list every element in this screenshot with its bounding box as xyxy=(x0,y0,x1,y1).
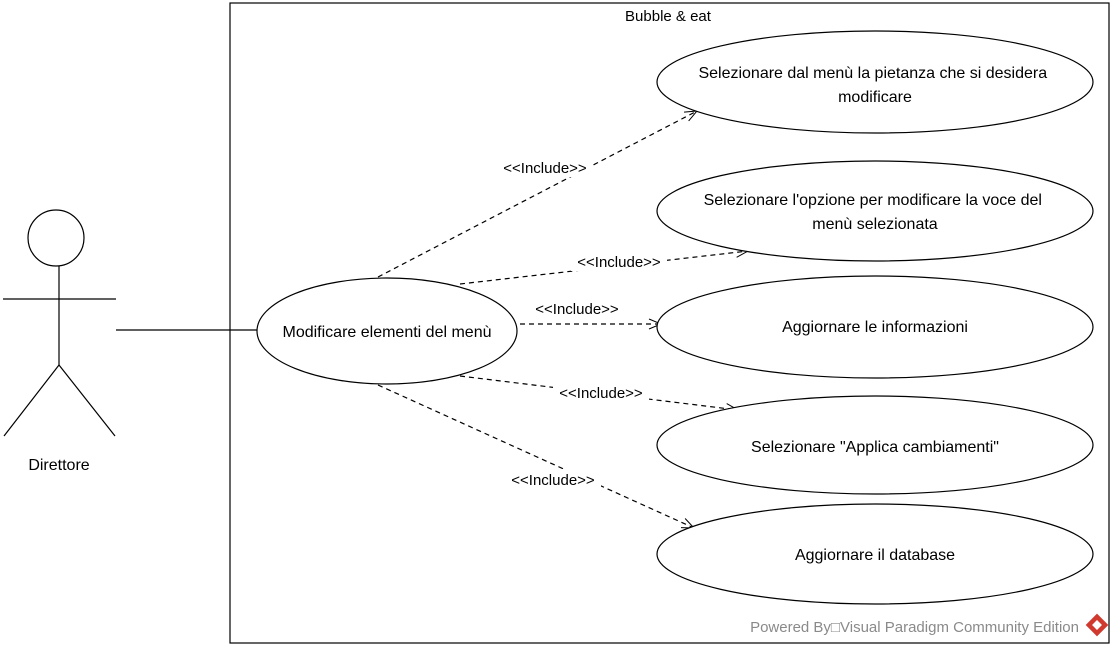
use-case-1-line-2: modificare xyxy=(838,89,912,106)
use-case-main-label: Modificare elementi del menù xyxy=(283,324,492,341)
use-case-1-line-1: Selezionare dal menù la pietanza che si … xyxy=(698,65,1047,82)
use-case-3[interactable]: Aggiornare le informazioni xyxy=(656,275,1094,379)
actor-head xyxy=(27,209,85,267)
use-case-5-label: Aggiornare il database xyxy=(795,547,955,564)
include-label-3: <<Include>> xyxy=(529,298,625,318)
use-case-1-label: Selezionare dal menù la pietanza che si … xyxy=(698,65,1051,106)
use-case-1[interactable]: Selezionare dal menù la pietanza che si … xyxy=(656,30,1094,134)
svg-text:<<Include>>: <<Include>> xyxy=(535,301,619,318)
include-label-2: <<Include>> xyxy=(571,251,667,271)
use-case-2-line-2: menù selezionata xyxy=(812,216,938,233)
use-case-2-ellipse xyxy=(656,160,1094,262)
use-case-1-ellipse xyxy=(656,30,1094,134)
svg-text:<<Include>>: <<Include>> xyxy=(559,385,643,402)
actor-left-leg xyxy=(3,364,60,437)
system-title: Bubble & eat xyxy=(625,8,712,25)
use-case-2-line-1: Selezionare l'opzione per modificare la … xyxy=(704,192,1042,209)
include-label-1: <<Include>> xyxy=(497,157,593,177)
include-arrow-uc4 xyxy=(459,375,738,410)
svg-text:<<Include>>: <<Include>> xyxy=(577,254,661,271)
actor-label: Direttore xyxy=(28,457,89,474)
use-case-main-ellipse xyxy=(256,277,518,385)
use-case-4-ellipse xyxy=(656,395,1094,495)
use-case-3-label: Aggiornare le informazioni xyxy=(782,319,968,336)
include-arrow-uc5 xyxy=(377,384,694,529)
use-case-3-ellipse xyxy=(656,275,1094,379)
use-case-5[interactable]: Aggiornare il database xyxy=(656,503,1094,605)
visual-paradigm-logo-icon xyxy=(1085,613,1109,637)
include-label-5: <<Include>> xyxy=(505,469,601,489)
use-case-main[interactable]: Modificare elementi del menù xyxy=(256,277,518,385)
include-label-4: <<Include>> xyxy=(553,382,649,402)
use-case-4[interactable]: Selezionare "Applica cambiamenti" xyxy=(656,395,1094,495)
actor-right-leg xyxy=(58,364,116,437)
svg-text:<<Include>>: <<Include>> xyxy=(511,472,595,489)
use-case-5-ellipse xyxy=(656,503,1094,605)
include-arrow-uc1 xyxy=(377,111,697,278)
use-case-2-label: Selezionare l'opzione per modificare la … xyxy=(704,192,1047,233)
svg-text:<<Include>>: <<Include>> xyxy=(503,160,587,177)
use-case-4-label: Selezionare "Applica cambiamenti" xyxy=(751,439,999,456)
system-boundary xyxy=(229,2,1110,644)
use-case-2[interactable]: Selezionare l'opzione per modificare la … xyxy=(656,160,1094,262)
actor-direttore[interactable] xyxy=(3,209,116,437)
watermark-text: Powered By□Visual Paradigm Community Edi… xyxy=(750,619,1079,636)
